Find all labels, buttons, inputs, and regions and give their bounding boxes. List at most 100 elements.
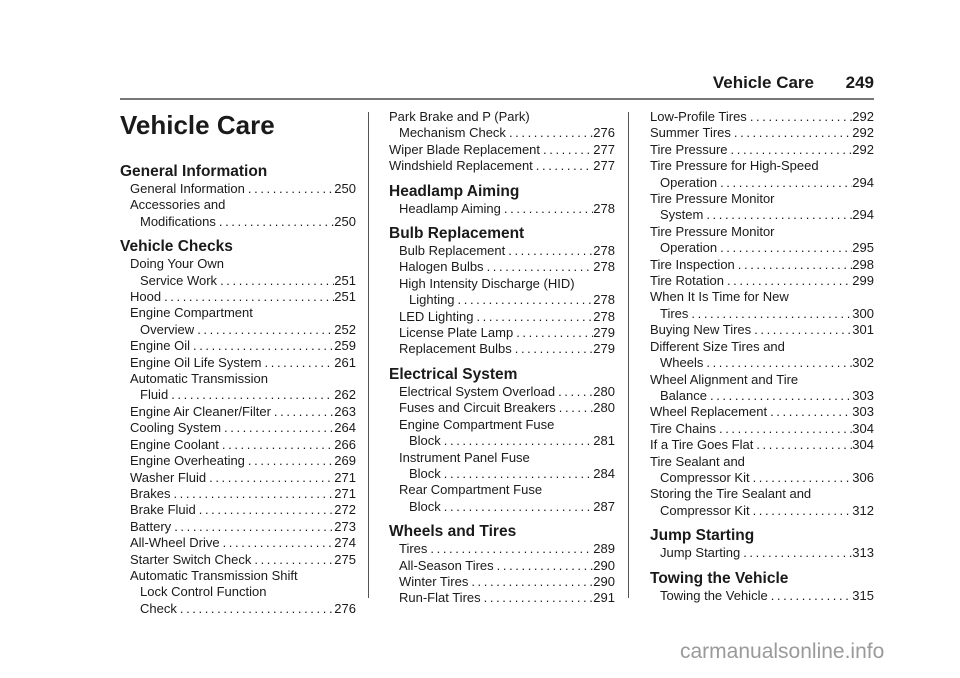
toc-entry[interactable]: Brake Fluid272 [120, 502, 356, 518]
toc-entry[interactable]: Tire Inspection298 [650, 257, 874, 273]
toc-entry-title: Headlamp Aiming [399, 200, 501, 216]
toc-entry-title: Jump Starting [660, 545, 741, 561]
toc-entry[interactable]: Electrical System Overload280 [389, 384, 615, 400]
toc-entry[interactable]: Headlamp Aiming 278 [389, 201, 615, 217]
dot-leader [735, 257, 853, 273]
toc-entry[interactable]: Tire Rotation299 [650, 273, 874, 289]
toc-entry-title: Tire Chains [650, 420, 716, 436]
toc-entry-page: 276 [593, 125, 615, 141]
dot-leader [441, 499, 594, 515]
toc-entry[interactable]: Hood 251 [120, 289, 356, 305]
toc-entry[interactable]: Tire Pressure for High-SpeedOperation294 [650, 158, 874, 191]
toc-entry[interactable]: Fuses and Circuit Breakers280 [389, 400, 615, 416]
toc-entry-title: All-Wheel Drive [130, 535, 220, 551]
toc-entry[interactable]: Starter Switch Check275 [120, 552, 356, 568]
toc-entry[interactable]: Bulb Replacement278 [389, 243, 615, 259]
toc-entry-title: Automatic Transmission Shift [130, 567, 298, 583]
toc-entry-page: 251 [334, 289, 356, 305]
dot-leader [206, 470, 334, 486]
toc-entry-page: 276 [334, 600, 356, 616]
toc-entry-page: 272 [334, 502, 356, 518]
toc-entry[interactable]: Low-Profile Tires292 [650, 109, 874, 125]
toc-entry[interactable]: Automatic TransmissionFluid262 [120, 371, 356, 404]
toc-entry[interactable]: Engine Oil Life System261 [120, 355, 356, 371]
toc-entry-page: 279 [593, 325, 615, 341]
dot-leader [512, 341, 594, 357]
toc-entry-page: 304 [852, 420, 874, 436]
toc-entry-page: 273 [334, 518, 356, 534]
toc-entry[interactable]: Washer Fluid271 [120, 470, 356, 486]
toc-entry[interactable]: Engine Air Cleaner/Filter263 [120, 404, 356, 420]
toc-entry[interactable]: Engine Overheating269 [120, 453, 356, 469]
toc-entry[interactable]: Windshield Replacement277 [389, 158, 615, 174]
toc-entry[interactable]: Tire Pressure MonitorOperation295 [650, 224, 874, 257]
toc-entry[interactable]: Tire Pressure292 [650, 142, 874, 158]
toc-entry[interactable]: Summer Tires292 [650, 125, 874, 141]
section-heading: General Information [120, 163, 268, 180]
toc-entry[interactable]: Engine Oil259 [120, 338, 356, 354]
toc-entry-title: Overview [140, 321, 195, 337]
toc-entry[interactable]: Different Size Tires andWheels302 [650, 339, 874, 372]
dot-leader [168, 387, 334, 403]
toc-entry[interactable]: Halogen Bulbs278 [389, 259, 615, 275]
toc-entry[interactable]: Wheel Alignment and TireBalance303 [650, 372, 874, 405]
dot-leader [740, 545, 852, 561]
toc-entry[interactable]: Rear Compartment FuseBlock287 [389, 482, 615, 515]
toc-entry-title: Rear Compartment Fuse [399, 482, 543, 498]
toc-entry[interactable]: General Information250 [120, 181, 356, 197]
toc-entry[interactable]: Engine Coolant266 [120, 437, 356, 453]
toc-entry[interactable]: LED Lighting278 [389, 309, 615, 325]
toc-entry-page: 292 [852, 141, 874, 157]
toc-entry[interactable]: Wiper Blade Replacement277 [389, 142, 615, 158]
toc-entry[interactable]: When It Is Time for NewTires300 [650, 289, 874, 322]
toc-entry[interactable]: Instrument Panel FuseBlock284 [389, 450, 615, 483]
toc-entry-page: 278 [593, 200, 615, 216]
toc-entry[interactable]: Winter Tires290 [389, 574, 615, 590]
toc-entry[interactable]: All-Season Tires290 [389, 558, 615, 574]
toc-entry-page: 313 [852, 545, 874, 561]
toc-entry[interactable]: Buying New Tires301 [650, 322, 874, 338]
dot-leader [501, 201, 593, 217]
toc-entry-page: 315 [852, 587, 874, 603]
toc-entry[interactable]: Accessories andModifications250 [120, 197, 356, 230]
toc-entry[interactable]: Tire Pressure MonitorSystem294 [650, 191, 874, 224]
toc-entry[interactable]: Battery273 [120, 519, 356, 535]
section-heading: Vehicle Checks [120, 238, 233, 256]
toc-entry[interactable]: Run-Flat Tires291 [389, 590, 615, 606]
dot-leader [220, 535, 335, 551]
toc-entry[interactable]: If a Tire Goes Flat304 [650, 437, 874, 453]
toc-entry[interactable]: Towing the Vehicle315 [650, 588, 874, 604]
toc-entry[interactable]: Tires289 [389, 541, 615, 557]
toc-entry-page: 301 [852, 322, 874, 338]
toc-entry[interactable]: Replacement Bulbs279 [389, 341, 615, 357]
page-number: 249 [845, 73, 874, 92]
toc-entry-page: 292 [852, 125, 874, 141]
toc-entry-title: Lighting [409, 292, 455, 308]
toc-entry[interactable]: Park Brake and P (Park)Mechanism Check27… [389, 109, 615, 142]
toc-entry-title: Tire Inspection [650, 256, 735, 272]
toc-entry[interactable]: License Plate Lamp279 [389, 325, 615, 341]
toc-entry-page: 278 [593, 292, 615, 308]
toc-entry-title: Hood [130, 289, 162, 305]
toc-entry-title: Different Size Tires and [650, 338, 785, 354]
toc-entry-page: 294 [852, 174, 874, 190]
toc-entry-title: Mechanism Check [399, 125, 506, 141]
toc-entry[interactable]: High Intensity Discharge (HID)Lighting27… [389, 276, 615, 309]
toc-entry[interactable]: Wheel Replacement303 [650, 404, 874, 420]
toc-entry-title: Tires [399, 541, 428, 557]
page-header: Vehicle Care 249 [120, 70, 874, 100]
toc-entry[interactable]: Cooling System264 [120, 420, 356, 436]
toc-entry[interactable]: All-Wheel Drive274 [120, 535, 356, 551]
toc-entry-page: 300 [852, 305, 874, 321]
toc-entry[interactable]: Brakes271 [120, 486, 356, 502]
toc-entry[interactable]: Engine CompartmentOverview252 [120, 305, 356, 338]
toc-entry[interactable]: Jump Starting 313 [650, 545, 874, 561]
toc-entry[interactable]: Engine Compartment FuseBlock281 [389, 417, 615, 450]
toc-entry-page: 278 [593, 308, 615, 324]
toc-entry[interactable]: Tire Chains 304 [650, 421, 874, 437]
toc-entry-page: 284 [593, 465, 615, 481]
